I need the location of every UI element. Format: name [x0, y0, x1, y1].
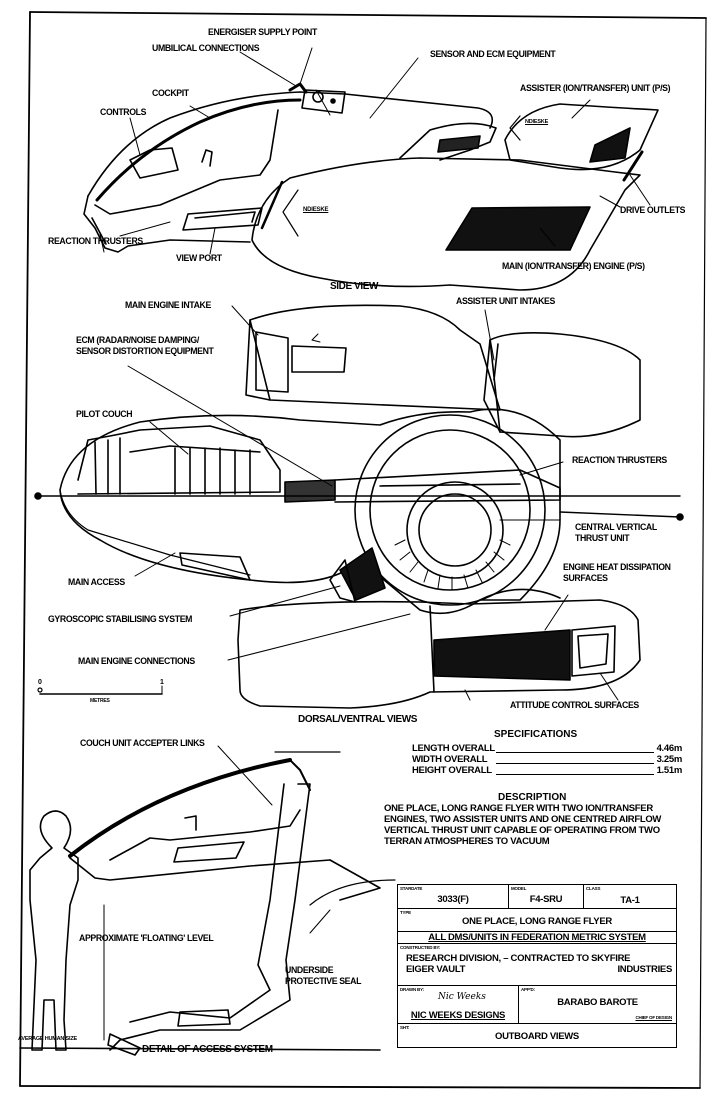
constructed-by-row: CONSTRUCTED BY: RESEARCH DIVISION, – CON… — [398, 944, 676, 986]
constructed-by-line1: RESEARCH DIVISION, – CONTRACTED TO SKYFI… — [406, 953, 631, 964]
label-ecm-equipment: ECM (RADAR/NOISE DAMPING/ SENSOR DISTORT… — [76, 335, 214, 357]
label-couch-unit-accepter-links: COUCH UNIT ACCEPTER LINKS — [80, 738, 205, 749]
constructed-by-caption: CONSTRUCTED BY: — [400, 945, 441, 950]
scale-start: 0 — [38, 679, 42, 686]
drawn-by-cell: DRAWN BY: Nic Weeks NIC WEEKS DESIGNS — [398, 986, 518, 1023]
title-block-row-ids: STARDATE 3033(F) MODEL F4-SRU CLASS TA-1 — [398, 885, 676, 909]
label-gyroscopic-stabilising: GYROSCOPIC STABILISING SYSTEM — [48, 614, 193, 625]
spec-key: LENGTH OVERALL — [412, 743, 495, 754]
sheet-row: SHT: OUTBOARD VIEWS — [398, 1024, 676, 1047]
scale-unit: METRES — [90, 698, 110, 704]
spec-value: 4.46m — [656, 743, 683, 754]
type-value: ONE PLACE, LONG RANGE FLYER — [462, 916, 612, 927]
units-note: ALL DMS/UNITS IN FEDERATION METRIC SYSTE… — [428, 932, 646, 943]
label-central-vertical-thrust-unit: CENTRAL VERTICAL THRUST UNIT — [575, 522, 657, 544]
scale-end: 1 — [160, 679, 164, 686]
sheet-caption: SHT: — [400, 1025, 410, 1030]
label-reaction-thrusters-dorsal: REACTION THRUSTERS — [572, 455, 667, 466]
spec-key: WIDTH OVERALL — [412, 754, 488, 765]
label-energiser-supply-point: ENERGISER SUPPLY POINT — [208, 27, 317, 38]
label-assister-unit-intakes: ASSISTER UNIT INTAKES — [456, 296, 555, 307]
description-title: DESCRIPTION — [498, 792, 567, 803]
spec-row-width: WIDTH OVERALL 3.25m — [412, 754, 682, 765]
label-average-human: AVERAGE HUMAN SIZE — [18, 1036, 77, 1042]
constructed-by-line2-left: EIGER VAULT — [406, 964, 466, 975]
spec-row-height: HEIGHT OVERALL 1.51m — [412, 765, 682, 776]
spec-leader-line — [496, 774, 654, 775]
spec-value: 3.25m — [656, 754, 683, 765]
dorsal-view-drawing — [34, 304, 684, 709]
drawn-approved-row: DRAWN BY: Nic Weeks NIC WEEKS DESIGNS AP… — [398, 986, 676, 1024]
spec-key: HEIGHT OVERALL — [412, 765, 492, 776]
drawn-by-value: NIC WEEKS DESIGNS — [410, 1010, 506, 1021]
caption-dorsal-ventral-views: DORSAL/VENTRAL VIEWS — [298, 714, 418, 725]
assister-logo: NDIESKE — [525, 119, 549, 125]
sheet-value: OUTBOARD VIEWS — [495, 1031, 579, 1042]
label-main-engine-intake: MAIN ENGINE INTAKE — [125, 300, 211, 311]
label-drive-outlets: DRIVE OUTLETS — [620, 205, 686, 216]
sheet-border — [19, 11, 707, 1089]
approved-caption: APP'D: — [521, 987, 535, 992]
designer-signature: Nic Weeks — [438, 992, 486, 1002]
label-main-engine-connections: MAIN ENGINE CONNECTIONS — [78, 656, 195, 667]
label-main-engine: MAIN (ION/TRANSFER) ENGINE (P/S) — [502, 261, 645, 272]
class-value: TA-1 — [620, 895, 640, 906]
label-underside-seal: UNDERSIDE PROTECTIVE SEAL — [285, 965, 362, 987]
spec-value: 1.51m — [656, 765, 683, 776]
spec-leader-line — [496, 752, 654, 753]
stardate-caption: STARDATE — [400, 886, 423, 891]
label-attitude-control-surfaces: ATTITUDE CONTROL SURFACES — [510, 700, 639, 711]
stardate-value: 3033(F) — [437, 894, 469, 905]
label-engine-heat-dissipation: ENGINE HEAT DISSIPATION SURFACES — [563, 562, 671, 584]
title-block: STARDATE 3033(F) MODEL F4-SRU CLASS TA-1… — [397, 884, 677, 1048]
stardate-cell: STARDATE 3033(F) — [398, 885, 508, 908]
class-caption: CLASS — [586, 886, 601, 891]
scale-bar — [37, 685, 163, 695]
type-caption: TYPE — [400, 910, 411, 915]
label-floating-level: APPROXIMATE 'FLOATING' LEVEL — [79, 933, 214, 944]
access-detail-drawing — [19, 745, 396, 1056]
label-umbilical-connections: UMBILICAL CONNECTIONS — [152, 43, 260, 54]
side-view-drawing — [83, 47, 659, 291]
spec-row-length: LENGTH OVERALL 4.46m — [412, 743, 682, 754]
units-row: ALL DMS/UNITS IN FEDERATION METRIC SYSTE… — [398, 932, 676, 944]
model-value: F4-SRU — [529, 894, 563, 905]
fan-blades — [394, 539, 511, 591]
label-reaction-thrusters: REACTION THRUSTERS — [48, 236, 143, 247]
class-cell: CLASS TA-1 — [583, 885, 676, 908]
label-main-access: MAIN ACCESS — [68, 577, 125, 588]
description-body: ONE PLACE, LONG RANGE FLYER WITH TWO ION… — [384, 803, 662, 847]
approved-role: CHIEF OF DESIGN — [635, 1015, 672, 1020]
label-controls: CONTROLS — [100, 107, 147, 118]
specifications-title: SPECIFICATIONS — [494, 729, 578, 740]
caption-access-system: DETAIL OF ACCESS SYSTEM — [142, 1044, 273, 1055]
label-sensor-ecm-equipment: SENSOR AND ECM EQUIPMENT — [430, 49, 556, 60]
label-cockpit: COCKPIT — [152, 88, 189, 99]
type-row: TYPE ONE PLACE, LONG RANGE FLYER — [398, 909, 676, 932]
spec-leader-line — [496, 763, 654, 764]
hull-logo: NDIESKE — [303, 207, 329, 213]
label-assister-unit: ASSISTER (ION/TRANSFER) UNIT (P/S) — [520, 83, 671, 94]
caption-side-view: SIDE VIEW — [330, 281, 379, 292]
approved-cell: APP'D: BARABO BAROTE CHIEF OF DESIGN — [518, 986, 676, 1023]
constructed-by-line2-right: INDUSTRIES — [617, 964, 672, 975]
human-silhouette — [29, 810, 79, 1051]
approved-value: BARABO BAROTE — [557, 997, 638, 1008]
label-pilot-couch: PILOT COUCH — [76, 409, 133, 420]
drawn-by-caption: DRAWN BY: — [400, 987, 424, 992]
model-cell: MODEL F4-SRU — [508, 885, 583, 908]
model-caption: MODEL — [511, 886, 527, 891]
label-view-port: VIEW PORT — [176, 253, 222, 264]
